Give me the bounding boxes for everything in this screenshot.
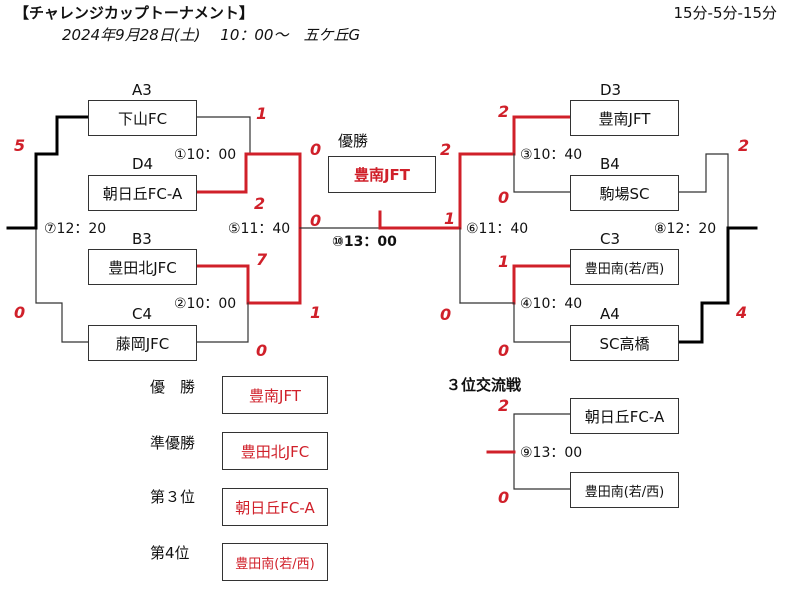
score: 0 bbox=[310, 211, 322, 230]
match-time: ⑧12：20 bbox=[654, 221, 717, 237]
result-team: 豊田北JFC bbox=[240, 442, 310, 461]
result-label: 第３位 bbox=[150, 488, 196, 506]
result-label: 第4位 bbox=[150, 544, 190, 562]
result-box: 豊田北JFC bbox=[222, 432, 328, 470]
result-box: 豊田南(若/西) bbox=[222, 543, 328, 581]
champion-box: 豊南JFT bbox=[328, 156, 436, 193]
line-l-team2-win bbox=[194, 152, 302, 194]
score: 2 bbox=[738, 136, 750, 155]
result-team: 朝日丘FC-A bbox=[235, 498, 315, 517]
score: 0 bbox=[14, 303, 26, 322]
line-l-team2 bbox=[195, 116, 251, 155]
tournament-title: 【チャレンジカップトーナメント】 bbox=[14, 4, 254, 22]
team-name: 下山FC bbox=[117, 109, 168, 128]
score: 0 bbox=[498, 341, 510, 360]
team-name: 豊田南(若/西) bbox=[584, 484, 665, 500]
match-time: ⑥11：40 bbox=[466, 221, 529, 237]
score: 2 bbox=[254, 194, 266, 213]
team-box: SC高橋 bbox=[570, 325, 679, 361]
match-time: ⑨13：00 bbox=[520, 445, 583, 461]
team-name: 駒場SC bbox=[599, 184, 650, 203]
score: 0 bbox=[310, 140, 322, 159]
result-box: 朝日丘FC-A bbox=[222, 488, 328, 526]
score: 1 bbox=[498, 252, 510, 271]
line-l-team4 bbox=[195, 302, 249, 343]
team-name: 朝日丘FC-A bbox=[584, 407, 665, 426]
score: 5 bbox=[14, 136, 26, 155]
match-time: ④10：40 bbox=[520, 296, 583, 312]
line-r-m8-bottom bbox=[676, 226, 758, 344]
team-box: 豊田南(若/西) bbox=[570, 472, 679, 508]
line-r-team4 bbox=[459, 302, 571, 343]
team-name: 藤岡JFC bbox=[115, 334, 170, 353]
seed-label: B3 bbox=[132, 230, 152, 248]
tournament-date-venue: 2024年9月28日(土) 10：00～ 五ケ丘G bbox=[62, 26, 361, 44]
line-r-team2 bbox=[513, 153, 571, 193]
score: 0 bbox=[498, 188, 510, 207]
final-label: 優勝 bbox=[338, 132, 369, 150]
team-box: 下山FC bbox=[88, 100, 197, 136]
line-l-m7-bottom bbox=[35, 227, 89, 343]
line-r-team1-win bbox=[458, 115, 572, 156]
seed-label: A3 bbox=[132, 81, 152, 99]
team-name: 豊南JFT bbox=[598, 109, 651, 128]
score: 1 bbox=[256, 104, 268, 123]
team-box: 豊田南(若/西) bbox=[570, 249, 679, 285]
line-l-m7-top bbox=[34, 115, 59, 230]
seed-label: A4 bbox=[600, 305, 620, 323]
champion-name: 豊南JFT bbox=[353, 166, 411, 184]
line-3rd-top bbox=[513, 413, 571, 453]
seed-label: B4 bbox=[600, 155, 620, 173]
team-box: 駒場SC bbox=[570, 175, 679, 211]
line-r-team3-win bbox=[512, 264, 572, 305]
score: 1 bbox=[444, 209, 456, 228]
line-final bbox=[378, 210, 462, 230]
match-time: ⑤11：40 bbox=[228, 221, 291, 237]
line-r-m8-top bbox=[677, 153, 729, 229]
match-time: ⑦12：20 bbox=[44, 221, 107, 237]
score: 0 bbox=[498, 488, 510, 507]
score: 0 bbox=[256, 341, 268, 360]
score: 4 bbox=[736, 303, 748, 322]
team-box: 朝日丘FC-A bbox=[88, 175, 197, 211]
result-label: 準優勝 bbox=[150, 434, 196, 452]
score: 2 bbox=[498, 396, 510, 415]
result-label: 優 勝 bbox=[150, 378, 196, 396]
team-box: 豊田北JFC bbox=[88, 249, 197, 285]
team-name: SC高橋 bbox=[599, 334, 650, 353]
match-time: ③10：40 bbox=[520, 147, 583, 163]
seed-label: D4 bbox=[132, 155, 154, 173]
score: 0 bbox=[440, 305, 452, 324]
team-name: 豊田北JFC bbox=[108, 258, 177, 277]
team-name: 朝日丘FC-A bbox=[102, 184, 183, 203]
score: 2 bbox=[498, 102, 510, 121]
result-team: 豊田南(若/西) bbox=[235, 556, 315, 572]
score: 2 bbox=[440, 140, 452, 159]
line-3rd-bottom bbox=[513, 451, 571, 490]
seed-label: D3 bbox=[600, 81, 622, 99]
team-box: 藤岡JFC bbox=[88, 325, 197, 361]
seed-label: C4 bbox=[132, 305, 153, 323]
team-box: 朝日丘FC-A bbox=[570, 398, 679, 434]
score: 1 bbox=[310, 303, 322, 322]
score: 7 bbox=[256, 250, 268, 269]
team-box: 豊南JFT bbox=[570, 100, 679, 136]
team-name: 豊田南(若/西) bbox=[584, 261, 665, 277]
match-time: ①10：00 bbox=[174, 147, 237, 163]
third-place-label: ３位交流戦 bbox=[446, 376, 522, 394]
line-l-team3-win bbox=[194, 264, 302, 305]
final-time: ⑩13：00 bbox=[332, 234, 397, 250]
match-duration: 15分-5分-15分 bbox=[673, 4, 777, 22]
seed-label: C3 bbox=[600, 230, 621, 248]
result-team: 豊南JFT bbox=[249, 386, 301, 405]
result-box: 豊南JFT bbox=[222, 376, 328, 414]
match-time: ②10：00 bbox=[174, 296, 237, 312]
